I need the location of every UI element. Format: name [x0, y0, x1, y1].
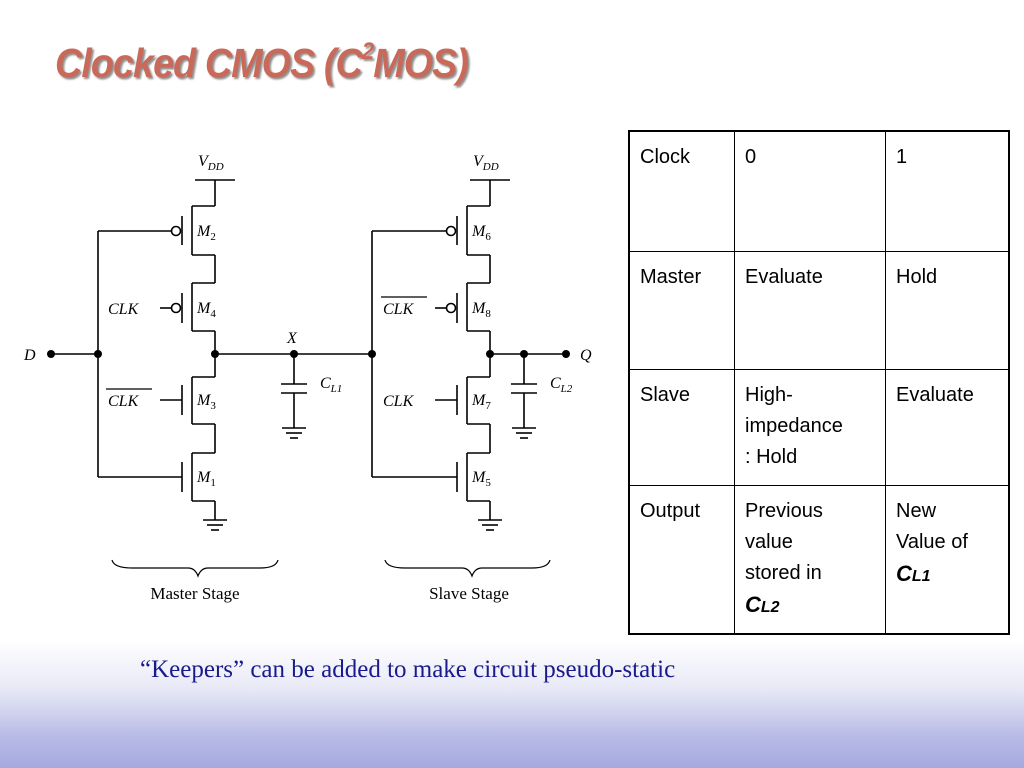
c2mos-circuit-diagram: VDD VDD M2 M4 M3 M1 M6 M8 M7 M5 CLK CLK …: [23, 153, 592, 603]
table-row-output: Output Previous value stored in CL2 New V…: [628, 484, 1010, 634]
table-cell: Clock: [628, 130, 735, 252]
table-cell: 1: [885, 130, 1010, 252]
x-node-label: X: [286, 330, 298, 347]
m7-label: M7: [471, 392, 491, 412]
new-value-text: New Value of: [896, 499, 968, 553]
q-output-label: Q: [580, 347, 592, 364]
title-suffix: MOS): [373, 40, 469, 86]
m8-label: M8: [471, 300, 491, 320]
table-cell: Output: [628, 484, 735, 634]
cl2-symbol: CL2: [745, 591, 780, 617]
clk-label-m7: CLK: [383, 393, 415, 410]
clkbar-label-m3: CLK: [108, 393, 140, 410]
title-superscript: 2: [361, 38, 374, 65]
title-main: Clocked CMOS (C: [55, 40, 363, 86]
m6-label: M6: [471, 223, 491, 243]
m5-label: M5: [471, 469, 491, 489]
table-cell: Evaluate: [885, 368, 1010, 486]
slave-stage-label: Slave Stage: [429, 584, 509, 603]
table-cell-new-value: New Value of CL1: [885, 484, 1010, 634]
clk-label-m4: CLK: [108, 301, 140, 318]
table-cell: Hold: [885, 250, 1010, 370]
vdd-label-slave: VDD: [473, 153, 499, 173]
vdd-label-master: VDD: [198, 153, 224, 173]
table-cell-previous-value: Previous value stored in CL2: [734, 484, 886, 634]
d-input-label: D: [23, 347, 36, 364]
clkbar-label-m8: CLK: [383, 301, 415, 318]
m1-label: M1: [196, 469, 216, 489]
cl2-label: CL2: [550, 375, 573, 395]
cl1-symbol: CL1: [896, 560, 931, 586]
table-cell: High- impedance : Hold: [734, 368, 886, 486]
table-cell: Master: [628, 250, 735, 370]
table-row-slave: Slave High- impedance : Hold Evaluate: [628, 368, 1010, 486]
table-cell: 0: [734, 130, 886, 252]
c2mos-operation-table: Clock 0 1 Master Evaluate Hold Slave Hig…: [628, 130, 1010, 635]
table-row-master: Master Evaluate Hold: [628, 250, 1010, 370]
keepers-footnote: “Keepers” can be added to make circuit p…: [140, 656, 676, 683]
slide-title: Clocked CMOS (C2MOS): [55, 38, 469, 87]
table-cell: Evaluate: [734, 250, 886, 370]
table-cell: Slave: [628, 368, 735, 486]
m3-label: M3: [196, 392, 216, 412]
master-stage-label: Master Stage: [150, 584, 239, 603]
previous-value-text: Previous value stored in: [745, 499, 823, 584]
master-nodes: [47, 350, 298, 358]
master-stage: [51, 179, 372, 512]
table-row-clock: Clock 0 1: [628, 130, 1010, 252]
slave-stage-brace: [384, 559, 551, 578]
m4-label: M4: [196, 300, 216, 320]
slave-stage: [371, 179, 566, 512]
cl1-label: CL1: [320, 375, 342, 395]
slave-nodes: [368, 350, 570, 358]
m2-label: M2: [196, 223, 216, 243]
master-stage-brace: [111, 559, 279, 578]
